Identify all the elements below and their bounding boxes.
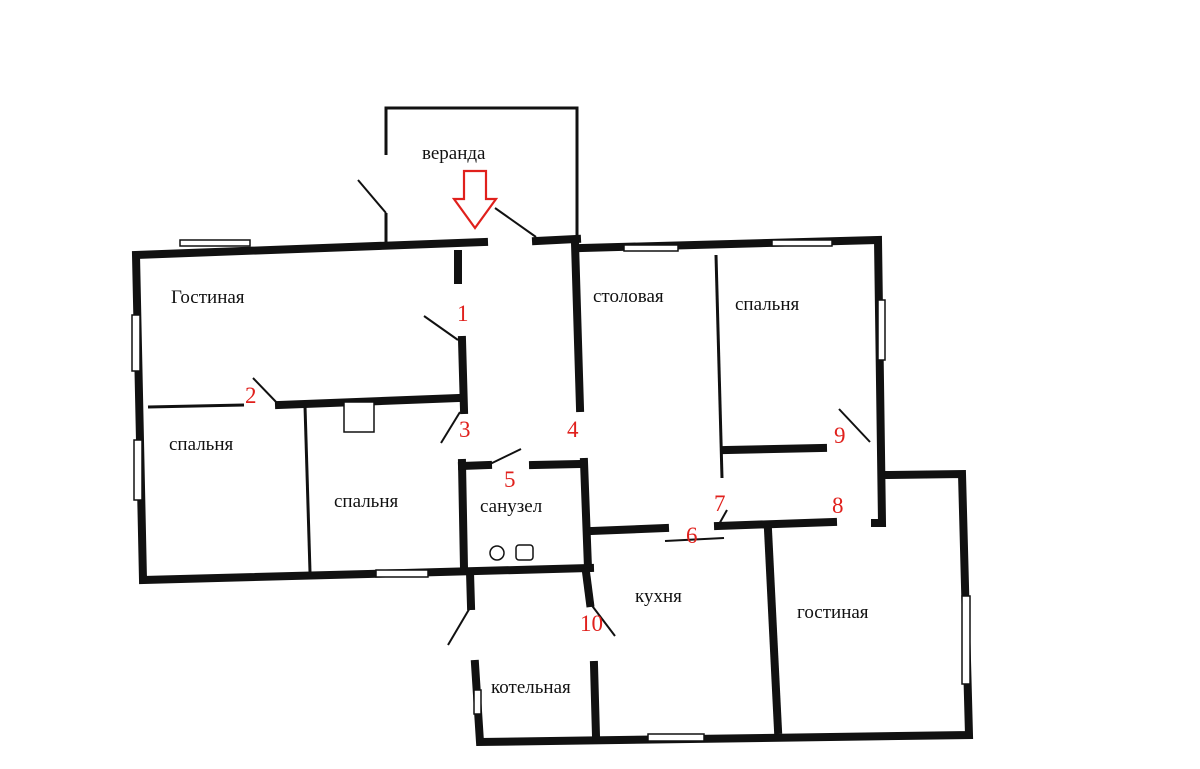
window-left-2	[133, 439, 143, 501]
wall-boiler-stub	[465, 567, 476, 611]
window-bottom-right	[647, 733, 705, 742]
wall-bedroom-divider	[303, 405, 312, 573]
door-6	[664, 537, 725, 542]
marker-9: 9	[834, 423, 846, 448]
right-block-outer-wall	[577, 235, 887, 527]
sanuzel-top-wall-a	[457, 460, 493, 471]
entry-arrow-icon	[451, 169, 499, 230]
door-5	[487, 448, 522, 466]
room-label-spalnya-left: спальня	[169, 434, 234, 455]
wall-stolovaya-spalnya	[714, 254, 724, 479]
marker-2: 2	[245, 383, 257, 408]
wall-door-1-3	[457, 335, 469, 415]
markers: 1 2 3 4 5 6 7 8 9 10	[245, 301, 846, 636]
window-top-center	[623, 244, 679, 252]
sanuzel-right-wall	[579, 457, 593, 573]
walls	[131, 106, 974, 747]
wall-stolovaya-left	[570, 238, 585, 413]
sanuzel-left-wall	[457, 458, 469, 573]
door-2	[252, 377, 280, 406]
room-labels: веранда Гостиная столовая спальня спальн…	[169, 143, 869, 698]
fixtures	[489, 544, 534, 561]
wall-spalnya-gostinaya	[147, 403, 245, 409]
room-label-kotelnaya: котельная	[491, 677, 571, 698]
window-top-right	[771, 239, 833, 247]
sink-icon	[515, 544, 534, 561]
wall-kitchen-top-right	[713, 517, 838, 531]
door-boiler	[447, 605, 472, 646]
toilet-icon	[489, 545, 505, 561]
wall-kitchen-top-left	[587, 523, 670, 536]
room-label-spalnya-center: спальня	[334, 491, 399, 512]
marker-3: 3	[459, 417, 471, 442]
marker-7: 7	[714, 491, 726, 516]
right-living-outer-wall	[470, 469, 974, 747]
door-9	[838, 408, 871, 443]
room-label-gostinaya-right: гостиная	[797, 602, 869, 623]
corridor-entry-wall	[531, 234, 582, 246]
windows	[131, 239, 971, 742]
marker-8: 8	[832, 493, 844, 518]
room-label-spalnya-right: спальня	[735, 294, 800, 315]
window-right-living	[961, 595, 971, 685]
marker-10: 10	[580, 611, 603, 636]
wall-kitchen-living	[763, 525, 783, 735]
chimney-block	[343, 401, 375, 433]
room-label-stolovaya: столовая	[593, 286, 664, 307]
window-left-1	[131, 314, 141, 372]
door-10	[589, 602, 616, 637]
door-veranda-left	[357, 179, 387, 214]
window-top-left	[179, 239, 251, 247]
window-bottom-left	[375, 569, 429, 578]
marker-4: 4	[567, 417, 579, 442]
left-block-outer-wall	[131, 237, 595, 585]
window-right	[877, 299, 886, 361]
kotelnaya-wall	[589, 660, 601, 741]
room-label-gostinaya-left: Гостиная	[171, 287, 245, 308]
doors	[252, 179, 871, 646]
door-3	[440, 411, 461, 444]
marker-6: 6	[686, 523, 698, 548]
veranda-wall	[384, 106, 579, 236]
door-entry	[494, 207, 537, 238]
window-kotelnaya	[473, 689, 482, 715]
wall-spalnya-bottom	[721, 443, 828, 455]
sanuzel-top-wall-b	[528, 459, 587, 470]
room-label-kuhnya: кухня	[635, 586, 682, 607]
marker-1: 1	[457, 301, 469, 326]
room-label-veranda: веранда	[422, 143, 486, 164]
marker-5: 5	[504, 467, 516, 492]
wall-kitchen-left	[581, 567, 595, 608]
room-label-sanuzel: санузел	[480, 496, 543, 517]
door-7	[717, 509, 728, 527]
door-1	[423, 315, 459, 341]
